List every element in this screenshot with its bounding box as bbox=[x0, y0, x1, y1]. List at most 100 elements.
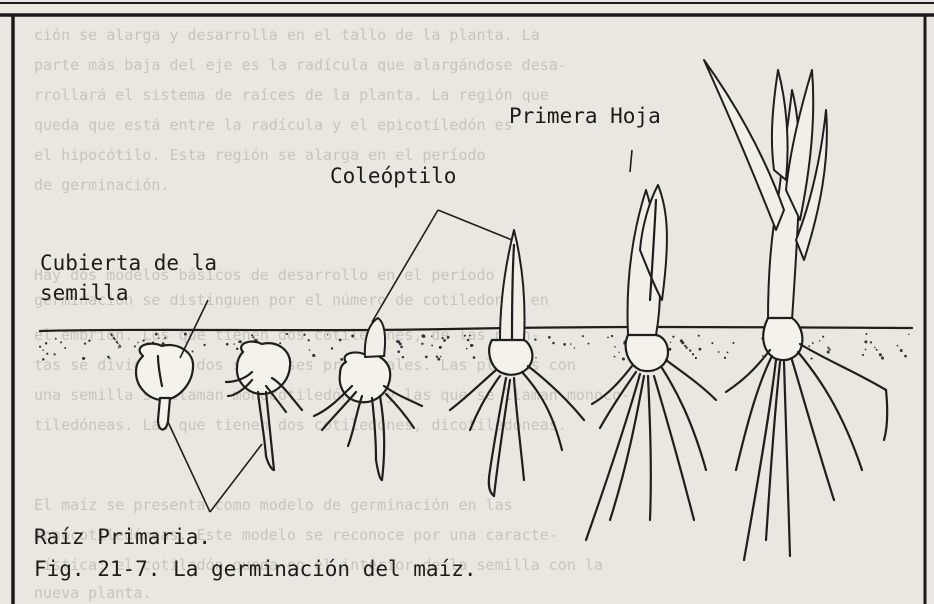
soil-dot bbox=[286, 333, 288, 335]
soil-dot bbox=[866, 333, 868, 335]
soil-dot bbox=[699, 348, 702, 351]
soil-dot bbox=[685, 347, 687, 349]
soil-dot bbox=[402, 356, 404, 358]
soil-dot bbox=[45, 342, 47, 344]
soil-dot bbox=[331, 347, 333, 349]
soil-dot bbox=[327, 334, 329, 336]
soil-dot bbox=[614, 356, 616, 358]
soil-dot bbox=[574, 347, 576, 349]
soil-dot bbox=[340, 358, 343, 361]
soil-dot bbox=[808, 345, 810, 347]
bleed-line: nueva planta. bbox=[34, 584, 151, 602]
soil-dot bbox=[425, 356, 428, 359]
soil-dot bbox=[870, 341, 872, 343]
soil-dot bbox=[120, 346, 121, 347]
soil-dot bbox=[672, 336, 674, 338]
figure-caption: Fig. 21-7. La germinación del maíz. bbox=[34, 557, 477, 581]
soil-dot bbox=[862, 354, 864, 356]
soil-dot bbox=[400, 346, 403, 349]
label-coleoptile: Coleóptilo bbox=[330, 164, 456, 188]
soil-dot bbox=[464, 335, 466, 337]
soil-dot bbox=[88, 340, 90, 342]
soil-dot bbox=[670, 342, 671, 343]
soil-dot bbox=[137, 342, 139, 344]
soil-dot bbox=[904, 355, 907, 358]
soil-dot bbox=[692, 353, 694, 355]
soil-dot bbox=[908, 334, 909, 335]
soil-dot bbox=[54, 353, 56, 355]
soil-dot bbox=[42, 358, 45, 361]
soil-dot bbox=[535, 357, 536, 358]
soil-dot bbox=[351, 335, 354, 338]
label-seed-coat-line2: semilla bbox=[40, 281, 129, 305]
soil-dot bbox=[881, 356, 883, 358]
soil-dot bbox=[879, 353, 882, 356]
soil-dot bbox=[440, 356, 442, 358]
seedling-stage-2 bbox=[226, 342, 302, 470]
soil-dot bbox=[308, 339, 310, 341]
soil-dot bbox=[251, 334, 253, 336]
soil-dot bbox=[60, 341, 62, 343]
soil-dot bbox=[467, 339, 470, 342]
soil-dot bbox=[421, 334, 424, 337]
soil-dot bbox=[312, 354, 315, 357]
soil-dot bbox=[437, 358, 440, 361]
soil-dot bbox=[588, 343, 590, 345]
soil-dot bbox=[689, 349, 691, 351]
soil-dot bbox=[46, 353, 48, 355]
bleed-line: parte más baja del eje es la radícula qu… bbox=[34, 56, 567, 74]
soil-dot bbox=[622, 358, 625, 361]
soil-dot bbox=[226, 343, 229, 346]
bleed-line: ción se alarga y desarrolla en el tallo … bbox=[34, 26, 540, 44]
soil-dot bbox=[469, 334, 471, 336]
soil-dot bbox=[42, 349, 44, 351]
soil-dot bbox=[236, 347, 239, 350]
soil-dot bbox=[233, 343, 234, 344]
soil-dot bbox=[108, 357, 110, 359]
soil-dot bbox=[114, 339, 116, 341]
soil-dot bbox=[874, 347, 875, 348]
soil-dot bbox=[614, 346, 616, 348]
soil-dot bbox=[829, 349, 831, 351]
soil-dot bbox=[727, 351, 729, 353]
bleed-line: queda que está entre la radícula y el ep… bbox=[34, 116, 513, 134]
soil-dot bbox=[184, 333, 187, 336]
soil-dot bbox=[473, 356, 476, 359]
soil-dot bbox=[441, 337, 443, 339]
soil-dot bbox=[827, 347, 829, 349]
soil-dot bbox=[466, 348, 468, 350]
soil-dot bbox=[192, 351, 194, 353]
soil-dot bbox=[303, 334, 305, 336]
soil-dot bbox=[443, 339, 446, 342]
soil-dot bbox=[711, 342, 713, 344]
soil-dot bbox=[82, 357, 85, 360]
soil-dot bbox=[39, 346, 41, 348]
soil-dot bbox=[309, 349, 311, 351]
soil-dot bbox=[618, 352, 619, 353]
soil-dot bbox=[552, 342, 555, 345]
soil-dot bbox=[399, 343, 402, 346]
soil-dot bbox=[695, 357, 697, 359]
bleed-line: El maíz se presenta como modelo de germi… bbox=[34, 496, 513, 514]
soil-dot bbox=[155, 333, 158, 336]
bleed-line: rrollará el sistema de raíces de la plan… bbox=[34, 86, 549, 104]
bleed-line: tiledóneas. Las que tienen dos cotiledon… bbox=[34, 416, 567, 434]
soil-dot bbox=[548, 336, 551, 339]
soil-dot bbox=[421, 343, 423, 345]
soil-dot bbox=[732, 342, 734, 344]
soil-dot bbox=[563, 343, 566, 346]
label-first-leaf: Primera Hoja bbox=[509, 104, 661, 128]
soil-dot bbox=[607, 337, 609, 339]
soil-dot bbox=[582, 335, 584, 337]
soil-dot bbox=[118, 347, 120, 349]
soil-dot bbox=[431, 344, 433, 346]
soil-dot bbox=[164, 337, 166, 339]
soil-dot bbox=[876, 349, 878, 351]
soil-dot bbox=[142, 339, 144, 341]
soil-dot bbox=[134, 345, 136, 347]
soil-dot bbox=[203, 344, 205, 346]
soil-dot bbox=[812, 342, 814, 344]
soil-dot bbox=[827, 351, 830, 354]
soil-dot bbox=[724, 357, 726, 359]
